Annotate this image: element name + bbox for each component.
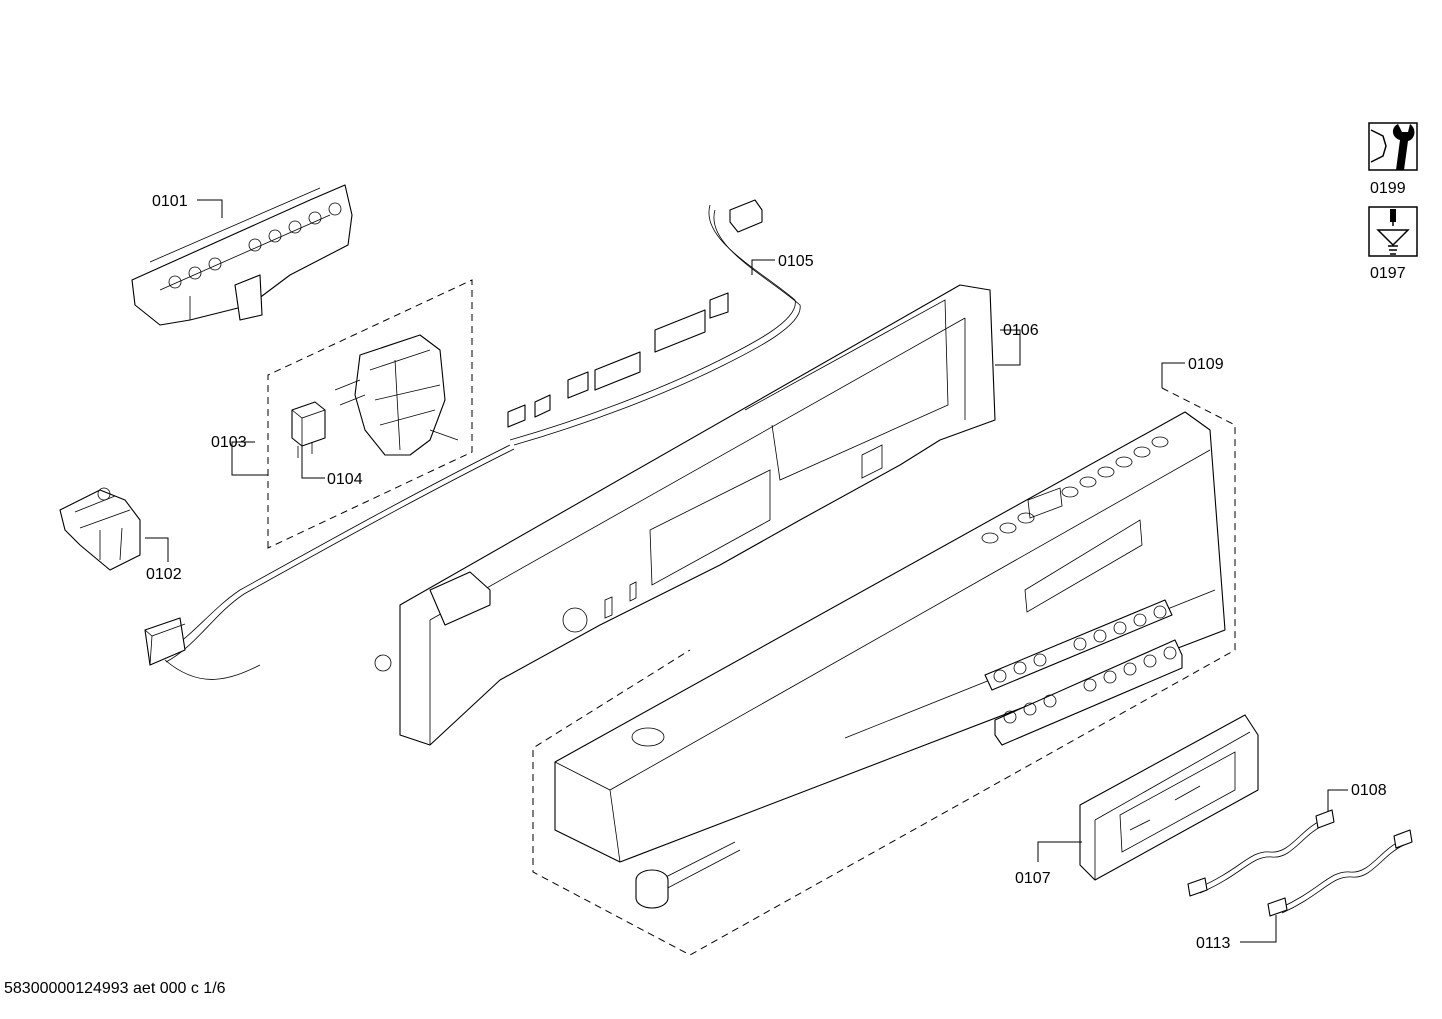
wrench-icon[interactable] (1368, 122, 1418, 171)
part-0106-housing-frame[interactable] (374, 284, 996, 746)
label-0199: 0199 (1370, 180, 1406, 197)
part-0104-relay[interactable] (291, 401, 326, 458)
label-0105: 0105 (778, 253, 814, 270)
document-code: 58300000124993 aet 000 c 1/6 (4, 980, 226, 997)
part-0113-cable[interactable] (1267, 829, 1413, 917)
label-0101: 0101 (152, 193, 188, 210)
label-0104: 0104 (327, 471, 363, 488)
part-button-strips[interactable] (984, 599, 1183, 746)
part-knob-lever[interactable] (635, 841, 741, 909)
label-0109: 0109 (1188, 356, 1224, 373)
part-0108-cable[interactable] (1187, 809, 1335, 897)
label-0107: 0107 (1015, 870, 1051, 887)
part-0107-display-module[interactable] (1079, 714, 1259, 881)
part-0102-valve[interactable] (59, 487, 141, 571)
label-0103: 0103 (211, 434, 247, 451)
label-0106: 0106 (1003, 322, 1039, 339)
label-0102: 0102 (146, 566, 182, 583)
part-labels: 0101 0103 0104 0102 0105 0106 0109 0108 … (146, 193, 1387, 952)
label-0197: 0197 (1370, 265, 1406, 282)
screw-icon[interactable] (1368, 206, 1418, 257)
leader-lines (145, 199, 1348, 943)
part-0103-group (267, 279, 473, 549)
part-0105-wiring-harness[interactable] (144, 199, 801, 680)
label-0113: 0113 (1196, 935, 1231, 952)
part-0101-control-module[interactable] (131, 184, 353, 326)
label-0108: 0108 (1351, 782, 1387, 799)
part-0103-pump-motor[interactable] (334, 334, 459, 456)
